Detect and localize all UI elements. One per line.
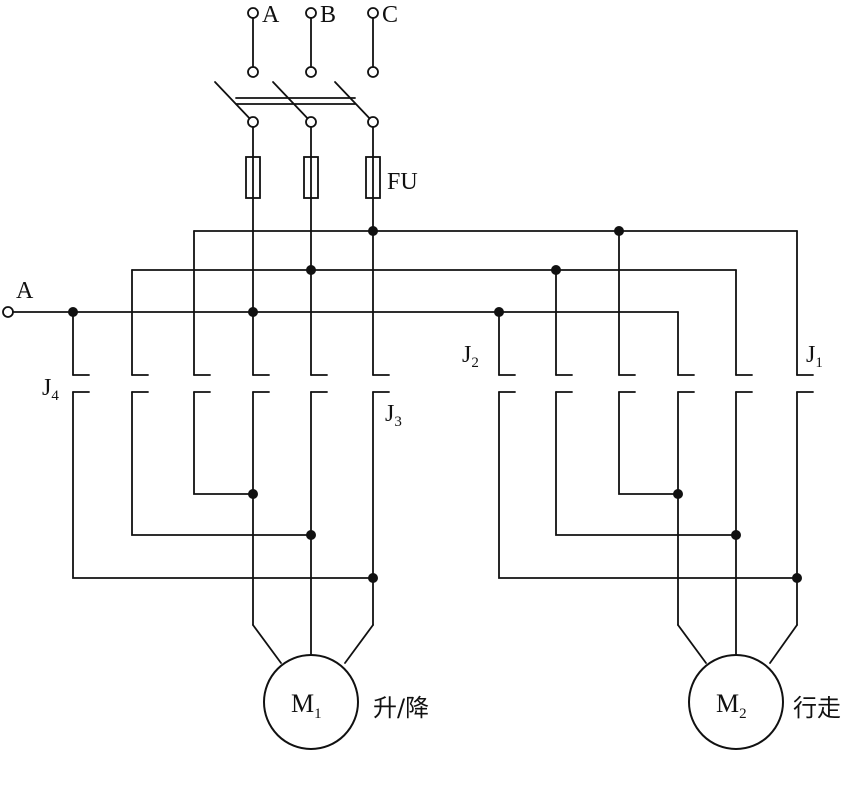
motor-2: M2 行走 <box>688 654 841 750</box>
phase-c-label: C <box>382 2 398 28</box>
motor-2-wiring <box>498 391 802 664</box>
motor-1: M1 升/降 <box>263 654 429 750</box>
motor-2-caption: 行走 <box>793 694 841 722</box>
terminal-b <box>305 7 317 19</box>
contact-labels: J4 J3 J2 J1 <box>42 342 823 430</box>
phase-lines <box>252 197 374 376</box>
motor-1-label: M1 <box>291 689 322 722</box>
control-input-label: A <box>16 278 34 304</box>
motor-1-symbol <box>263 654 359 750</box>
contact-j4-label: J4 <box>42 375 59 404</box>
terminal-a <box>247 7 259 19</box>
contacts-j2-j1 <box>498 374 814 393</box>
contact-j2-label: J2 <box>462 342 479 371</box>
motor-2-label: M2 <box>716 689 747 722</box>
fuse-label: FU <box>387 169 418 195</box>
control-input-terminal <box>2 306 14 318</box>
bus-b <box>131 265 737 376</box>
contact-j3-label: J3 <box>385 401 402 430</box>
terminal-c <box>367 7 379 19</box>
motor-1-wiring <box>72 391 378 664</box>
contacts-j4-j3 <box>72 374 390 393</box>
supply-terminals: A B C <box>247 2 398 78</box>
fuses: FU <box>245 156 418 199</box>
motor-2-symbol <box>688 654 784 750</box>
contact-j1-label: J1 <box>806 342 823 371</box>
motor-1-caption: 升/降 <box>373 694 429 722</box>
phase-b-label: B <box>320 2 336 28</box>
phase-a-label: A <box>262 2 280 28</box>
isolating-switch <box>214 81 379 158</box>
bus-a: A <box>2 278 679 376</box>
bus-c <box>193 226 798 376</box>
